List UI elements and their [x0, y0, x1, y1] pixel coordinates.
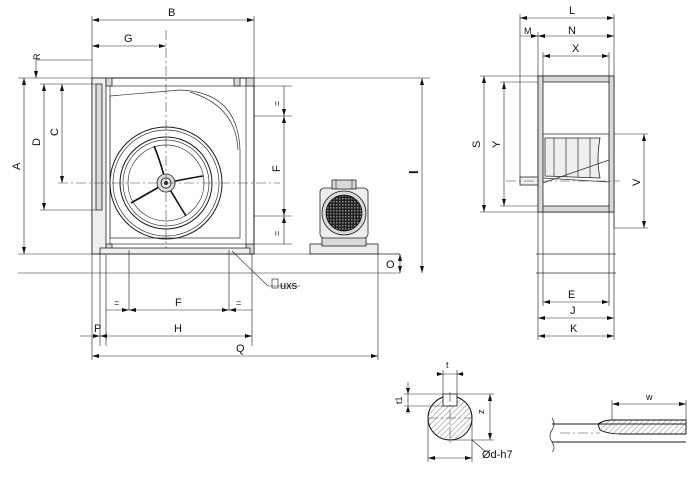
dim-label-x: X	[572, 43, 580, 55]
dim-label-k: K	[570, 323, 578, 335]
dim-label-t1: t1	[394, 396, 404, 404]
side-dimensions	[480, 14, 648, 340]
dim-label-eq-left: =	[114, 298, 119, 308]
dim-label-j: J	[570, 305, 576, 317]
flange-inner	[95, 83, 103, 211]
shaft-detail	[549, 400, 687, 453]
dim-label-eq-right: =	[236, 298, 241, 308]
base-plate	[99, 247, 251, 255]
dim-label-o: O	[386, 259, 395, 271]
dim-label-shaft-diameter: Ød-h7	[482, 449, 513, 461]
dim-label-l: L	[569, 5, 575, 17]
side-view	[506, 75, 620, 320]
dim-label-n: N	[568, 25, 576, 37]
hole-symbol-icon	[271, 278, 279, 289]
front-dimensions	[18, 16, 430, 360]
dim-label-c: C	[49, 128, 61, 136]
dim-label-d: D	[31, 138, 43, 146]
dim-label-h: H	[174, 323, 182, 335]
dim-label-z: z	[476, 409, 486, 414]
housing-outline	[91, 77, 255, 255]
housing-inner-frame	[109, 85, 247, 245]
dim-label-y-outer: Y	[491, 140, 503, 148]
dim-label-r: R	[32, 53, 42, 60]
volute	[109, 89, 241, 239]
front-view	[58, 30, 300, 346]
dim-label-v: V	[631, 178, 643, 186]
terminal-box	[331, 179, 357, 190]
dim-label-e: E	[568, 289, 575, 301]
motor	[309, 179, 379, 255]
dim-label-eq-top: =	[272, 101, 282, 106]
dim-label-eq-bottom: =	[272, 231, 282, 236]
dim-label-b: B	[168, 7, 175, 19]
dim-label-f-side: F	[271, 165, 283, 172]
dim-label-p: P	[94, 323, 101, 335]
dim-label-t: t	[446, 360, 449, 370]
dim-label-g: G	[124, 33, 133, 45]
keyway-profile	[597, 419, 687, 435]
motor-fan-cover	[325, 194, 363, 232]
dim-label-w: w	[645, 392, 653, 402]
dim-label-f-bottom: F	[175, 297, 182, 309]
dim-label-i: I	[406, 170, 421, 174]
dim-label-hole: uxs	[280, 280, 298, 292]
dim-label-a: A	[11, 162, 23, 170]
dim-label-q: Q	[236, 343, 245, 355]
dim-label-s: S	[471, 141, 483, 148]
dim-label-m: M	[524, 26, 532, 36]
shaft-section	[404, 370, 494, 462]
